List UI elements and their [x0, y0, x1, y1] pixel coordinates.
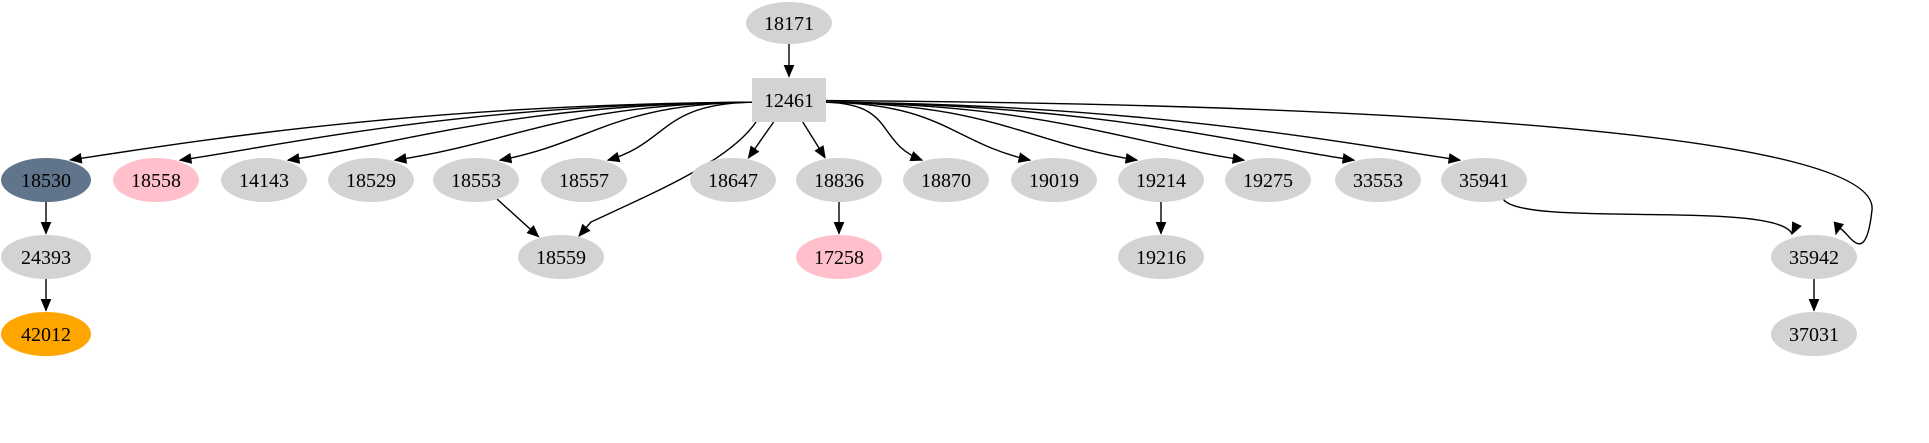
- graph-node-18558[interactable]: 18558: [113, 158, 199, 202]
- graph-edge: [825, 101, 1246, 164]
- graph-edge: [802, 121, 826, 159]
- graph-edge: [825, 101, 1139, 164]
- graph-node-18557[interactable]: 18557: [541, 158, 627, 202]
- graph-node-18836[interactable]: 18836: [796, 158, 882, 202]
- graph-edge: [40, 279, 52, 312]
- graph-edge: [833, 202, 845, 235]
- graph-edge: [606, 101, 753, 163]
- graph-edge: [1155, 202, 1167, 235]
- graph-node-14143[interactable]: 14143: [221, 158, 307, 202]
- graph-node-18559[interactable]: 18559: [518, 235, 604, 279]
- graph-edge: [393, 101, 753, 164]
- node-shape-18647[interactable]: [690, 158, 776, 202]
- node-shape-35942[interactable]: [1771, 235, 1857, 279]
- graph-node-17258[interactable]: 17258: [796, 235, 882, 279]
- node-shape-37031[interactable]: [1771, 312, 1857, 356]
- node-shape-24393[interactable]: [1, 235, 91, 279]
- node-shape-19216[interactable]: [1118, 235, 1204, 279]
- node-shape-18870[interactable]: [903, 158, 989, 202]
- graph-node-19019[interactable]: 19019: [1011, 158, 1097, 202]
- node-shape-19275[interactable]: [1225, 158, 1311, 202]
- graph-node-42012[interactable]: 42012: [1, 312, 91, 356]
- node-shape-17258[interactable]: [796, 235, 882, 279]
- node-shape-18836[interactable]: [796, 158, 882, 202]
- edges-layer: [40, 44, 1873, 312]
- graph-node-35942[interactable]: 35942: [1771, 235, 1857, 279]
- node-shape-18553[interactable]: [433, 158, 519, 202]
- graph-node-18870[interactable]: 18870: [903, 158, 989, 202]
- graph-node-18530[interactable]: 18530: [1, 158, 91, 202]
- graph-node-12461[interactable]: 12461: [752, 78, 826, 122]
- graph-node-18553[interactable]: 18553: [433, 158, 519, 202]
- graph-node-18171[interactable]: 18171: [746, 2, 832, 44]
- graph-edge: [496, 198, 540, 238]
- graph-edge: [286, 101, 753, 164]
- graph-node-33553[interactable]: 33553: [1335, 158, 1421, 202]
- graph-edge: [178, 101, 753, 164]
- graph-edge: [578, 121, 757, 237]
- graph-node-18529[interactable]: 18529: [328, 158, 414, 202]
- node-shape-18558[interactable]: [113, 158, 199, 202]
- graph-node-19216[interactable]: 19216: [1118, 235, 1204, 279]
- graph-edge: [825, 101, 1356, 164]
- graph-edge: [498, 101, 753, 164]
- graph-edge: [783, 44, 795, 78]
- graph-node-24393[interactable]: 24393: [1, 235, 91, 279]
- node-shape-18559[interactable]: [518, 235, 604, 279]
- graph-node-18647[interactable]: 18647: [690, 158, 776, 202]
- graph-edge: [40, 202, 52, 235]
- node-shape-19214[interactable]: [1118, 158, 1204, 202]
- graph-edge: [825, 101, 1032, 163]
- node-shape-33553[interactable]: [1335, 158, 1421, 202]
- graph-edge: [1503, 199, 1802, 236]
- graph-node-37031[interactable]: 37031: [1771, 312, 1857, 356]
- node-shape-18529[interactable]: [328, 158, 414, 202]
- graph-node-35941[interactable]: 35941: [1441, 158, 1527, 202]
- node-shape-18557[interactable]: [541, 158, 627, 202]
- node-shape-35941[interactable]: [1441, 158, 1527, 202]
- graph-edge: [1808, 279, 1820, 312]
- node-shape-18530[interactable]: [1, 158, 91, 202]
- graph-edge: [825, 101, 924, 162]
- graph-node-19275[interactable]: 19275: [1225, 158, 1311, 202]
- nodes-layer: 18171 12461 18530 18558 14143 18529 18553 18557…: [1, 2, 1857, 356]
- node-shape-18171[interactable]: [746, 2, 832, 44]
- node-shape-19019[interactable]: [1011, 158, 1097, 202]
- node-shape-12461[interactable]: [752, 78, 826, 122]
- graph-edge: [68, 101, 753, 164]
- graph-node-19214[interactable]: 19214: [1118, 158, 1204, 202]
- node-shape-14143[interactable]: [221, 158, 307, 202]
- graph-edge: [825, 99, 1873, 245]
- node-shape-42012[interactable]: [1, 312, 91, 356]
- graph-edge: [825, 101, 1462, 164]
- graph-edge: [747, 121, 775, 160]
